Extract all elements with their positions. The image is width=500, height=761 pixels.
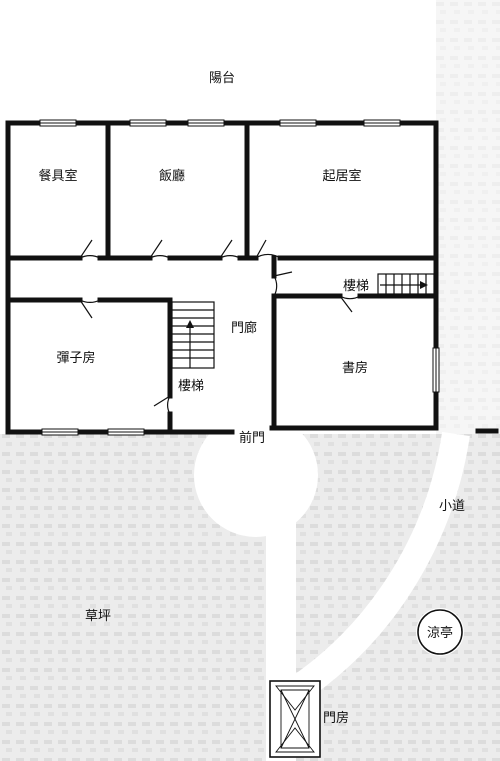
right-staircase — [377, 273, 435, 295]
label-porch: 門廊 — [231, 320, 257, 336]
label-stairs-right: 樓梯 — [343, 279, 369, 294]
label-gatehouse: 門房 — [323, 710, 349, 726]
gatehouse-building — [269, 680, 321, 758]
label-pavilion: 涼亭 — [427, 625, 453, 641]
label-lawn: 草坪 — [85, 609, 111, 624]
label-front-door: 前門 — [239, 430, 265, 446]
interior-walls — [5, 120, 499, 435]
label-study: 書房 — [342, 360, 368, 376]
doors — [79, 239, 361, 415]
label-balcony: 陽台 — [209, 71, 235, 86]
page-texture-right — [436, 0, 500, 434]
label-stairs-left: 樓梯 — [178, 379, 204, 394]
left-staircase — [171, 301, 215, 369]
label-billiard-room: 彈子房 — [56, 350, 95, 366]
label-tableware-room: 餐具室 — [38, 168, 77, 184]
label-path: 小道 — [439, 499, 465, 514]
label-dining-hall: 飯廳 — [159, 168, 185, 184]
label-living-room: 起居室 — [322, 168, 361, 184]
pavilion-circle — [417, 609, 463, 655]
windows — [39, 119, 440, 436]
